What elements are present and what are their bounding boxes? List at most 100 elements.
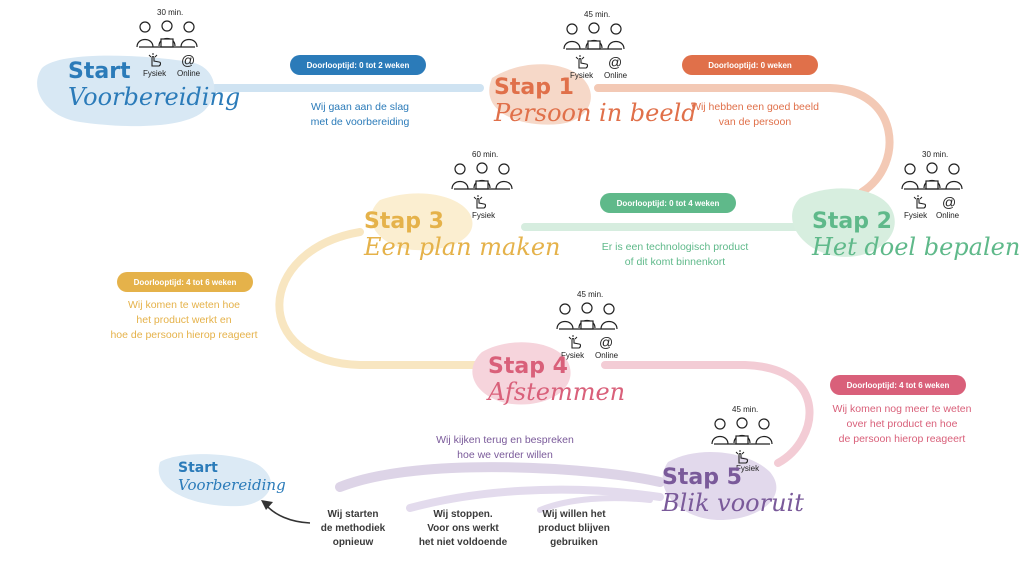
online-label: Online bbox=[936, 211, 960, 220]
stap4-title: Stap 4 bbox=[488, 354, 568, 379]
text-line: product blijven bbox=[538, 523, 610, 534]
text-line: het niet voldoende bbox=[418, 537, 508, 548]
hand-pointer-icon bbox=[568, 335, 582, 349]
duration-label: 30 min. bbox=[922, 150, 949, 159]
text-line: Er is een technologisch product bbox=[601, 241, 749, 253]
transition-text-stap1-stap2: Wij hebben een goed beeld van de persoon bbox=[680, 100, 830, 130]
transition-text-stap4-stap5: Wij komen nog meer te weten over het pro… bbox=[822, 402, 982, 447]
fysiek-label: Fysiek bbox=[904, 211, 928, 220]
at-sign-icon: @ bbox=[942, 194, 957, 210]
text-line: Wij komen te weten hoe bbox=[127, 299, 241, 311]
stap5-meeting-icons: 45 min. Fysiek bbox=[710, 405, 790, 475]
start-bottom-subtitle: Voorbereiding bbox=[178, 476, 286, 494]
hand-pointer-icon bbox=[148, 53, 162, 67]
text-line: opnieuw bbox=[332, 537, 374, 548]
meeting-people-icon bbox=[136, 20, 198, 48]
duration-pill-start-stap1: Doorlooptijd: 0 tot 2 weken bbox=[290, 55, 426, 75]
stap1-title: Stap 1 bbox=[494, 75, 574, 100]
option-stop: Wij stoppen. Voor ons werkt het niet vol… bbox=[408, 508, 518, 550]
fysiek-label: Fysiek bbox=[143, 69, 167, 78]
duration-pill-stap2-stap3: Doorlooptijd: 0 tot 4 weken bbox=[600, 193, 736, 213]
start-bottom-node: Start Voorbereiding bbox=[178, 460, 286, 494]
meeting-people-icon bbox=[901, 162, 963, 190]
text-line: de methodiek bbox=[320, 523, 386, 534]
at-sign-icon: @ bbox=[608, 54, 623, 70]
stap5-node: Stap 5 Blik vooruit bbox=[662, 465, 804, 517]
option-continue: Wij willen het product blijven gebruiken bbox=[524, 508, 624, 550]
fysiek-label: Fysiek bbox=[736, 464, 760, 473]
connector-stap4-stap5 bbox=[601, 361, 814, 467]
connector-stap1-stap2 bbox=[594, 84, 894, 196]
hand-pointer-icon bbox=[913, 195, 927, 209]
text-line: Wij gaan aan de slag bbox=[310, 101, 410, 113]
at-sign-icon: @ bbox=[599, 334, 614, 350]
text-line: Wij starten bbox=[327, 509, 379, 520]
start-meeting-icons: 30 min. Fysiek @ Online bbox=[135, 8, 215, 78]
online-label: Online bbox=[177, 69, 201, 78]
text-line: Wij stoppen. bbox=[433, 509, 493, 520]
stap3-meeting-icons: 60 min. Fysiek bbox=[450, 150, 530, 220]
stap2-meeting-icons: 30 min. Fysiek @ Online bbox=[900, 150, 980, 220]
start-top-title: Start bbox=[68, 59, 131, 84]
transition-text-stap3-stap4: Wij komen te weten hoe het product werkt… bbox=[104, 298, 264, 343]
stap4-node: Stap 4 Afstemmen bbox=[488, 354, 626, 406]
online-label: Online bbox=[604, 71, 628, 80]
meeting-people-icon bbox=[556, 302, 618, 330]
fysiek-label: Fysiek bbox=[472, 211, 496, 220]
stap1-subtitle: Persoon in beeld bbox=[494, 99, 697, 127]
duration-pill-stap4-stap5: Doorlooptijd: 4 tot 6 weken bbox=[830, 375, 966, 395]
restart-arrow bbox=[265, 504, 311, 524]
duration-label: 60 min. bbox=[472, 150, 499, 159]
text-line: Wij kijken terug en bespreken bbox=[436, 434, 574, 446]
stap4-meeting-icons: 45 min. Fysiek @ Online bbox=[555, 290, 635, 360]
text-line: hoe de persoon hierop reageert bbox=[110, 329, 258, 341]
stap5-title: Stap 5 bbox=[662, 465, 742, 490]
hand-pointer-icon bbox=[575, 55, 589, 69]
transition-text-stap2-stap3: Er is een technologisch product of dit k… bbox=[590, 240, 760, 270]
stap1-node: Stap 1 Persoon in beeld bbox=[494, 75, 697, 127]
connector-stap5-option3 bbox=[537, 495, 653, 513]
duration-label: 30 min. bbox=[157, 8, 184, 17]
start-top-node: Start Voorbereiding bbox=[68, 59, 240, 111]
duration-pill-stap3-stap4: Doorlooptijd: 4 tot 6 weken bbox=[117, 272, 253, 292]
stap2-subtitle: Het doel bepalen bbox=[812, 233, 1021, 261]
fysiek-label: Fysiek bbox=[561, 351, 585, 360]
duration-label: 45 min. bbox=[577, 290, 604, 299]
stap2-title: Stap 2 bbox=[812, 209, 892, 234]
stap5-subtitle: Blik vooruit bbox=[662, 489, 804, 517]
option-restart: Wij starten de methodiek opnieuw bbox=[308, 508, 398, 550]
online-label: Online bbox=[595, 351, 619, 360]
stap3-title: Stap 3 bbox=[364, 209, 444, 234]
restart-arrowhead bbox=[261, 500, 273, 510]
blob-start-top bbox=[37, 55, 215, 127]
text-line: het product werkt en bbox=[136, 314, 232, 326]
meeting-people-icon bbox=[563, 22, 625, 50]
connector-stap5-review bbox=[335, 462, 665, 492]
review-text: Wij kijken terug en bespreken hoe we ver… bbox=[420, 433, 590, 463]
start-bottom-title: Start bbox=[178, 460, 218, 476]
stap3-subtitle: Een plan maken bbox=[364, 233, 561, 261]
connector-stap5-options bbox=[406, 485, 664, 512]
text-line: van de persoon bbox=[718, 116, 792, 128]
meeting-people-icon bbox=[451, 162, 513, 190]
meeting-people-icon bbox=[711, 417, 773, 445]
hand-pointer-icon bbox=[735, 450, 749, 464]
duration-label: 45 min. bbox=[584, 10, 611, 19]
transition-text-start-stap1: Wij gaan aan de slag met de voorbereidin… bbox=[290, 100, 430, 130]
stap4-subtitle: Afstemmen bbox=[488, 378, 626, 406]
hand-pointer-icon bbox=[473, 195, 487, 209]
text-line: Voor ons werkt bbox=[427, 523, 499, 534]
blob-stap1 bbox=[489, 64, 591, 125]
stap1-meeting-icons: 45 min. Fysiek @ Online bbox=[562, 10, 642, 80]
text-line: over het product en hoe bbox=[846, 418, 958, 430]
text-line: Wij hebben een goed beeld bbox=[691, 101, 819, 113]
blob-stap2 bbox=[792, 188, 895, 257]
stap2-node: Stap 2 Het doel bepalen bbox=[812, 209, 1021, 261]
text-line: Wij willen het bbox=[542, 509, 606, 520]
blob-start-bottom bbox=[158, 454, 271, 507]
text-line: of dit komt binnenkort bbox=[624, 256, 726, 268]
duration-pill-stap1-stap2: Doorlooptijd: 0 weken bbox=[682, 55, 818, 75]
duration-label: 45 min. bbox=[732, 405, 759, 414]
text-line: Wij komen nog meer te weten bbox=[832, 403, 972, 415]
